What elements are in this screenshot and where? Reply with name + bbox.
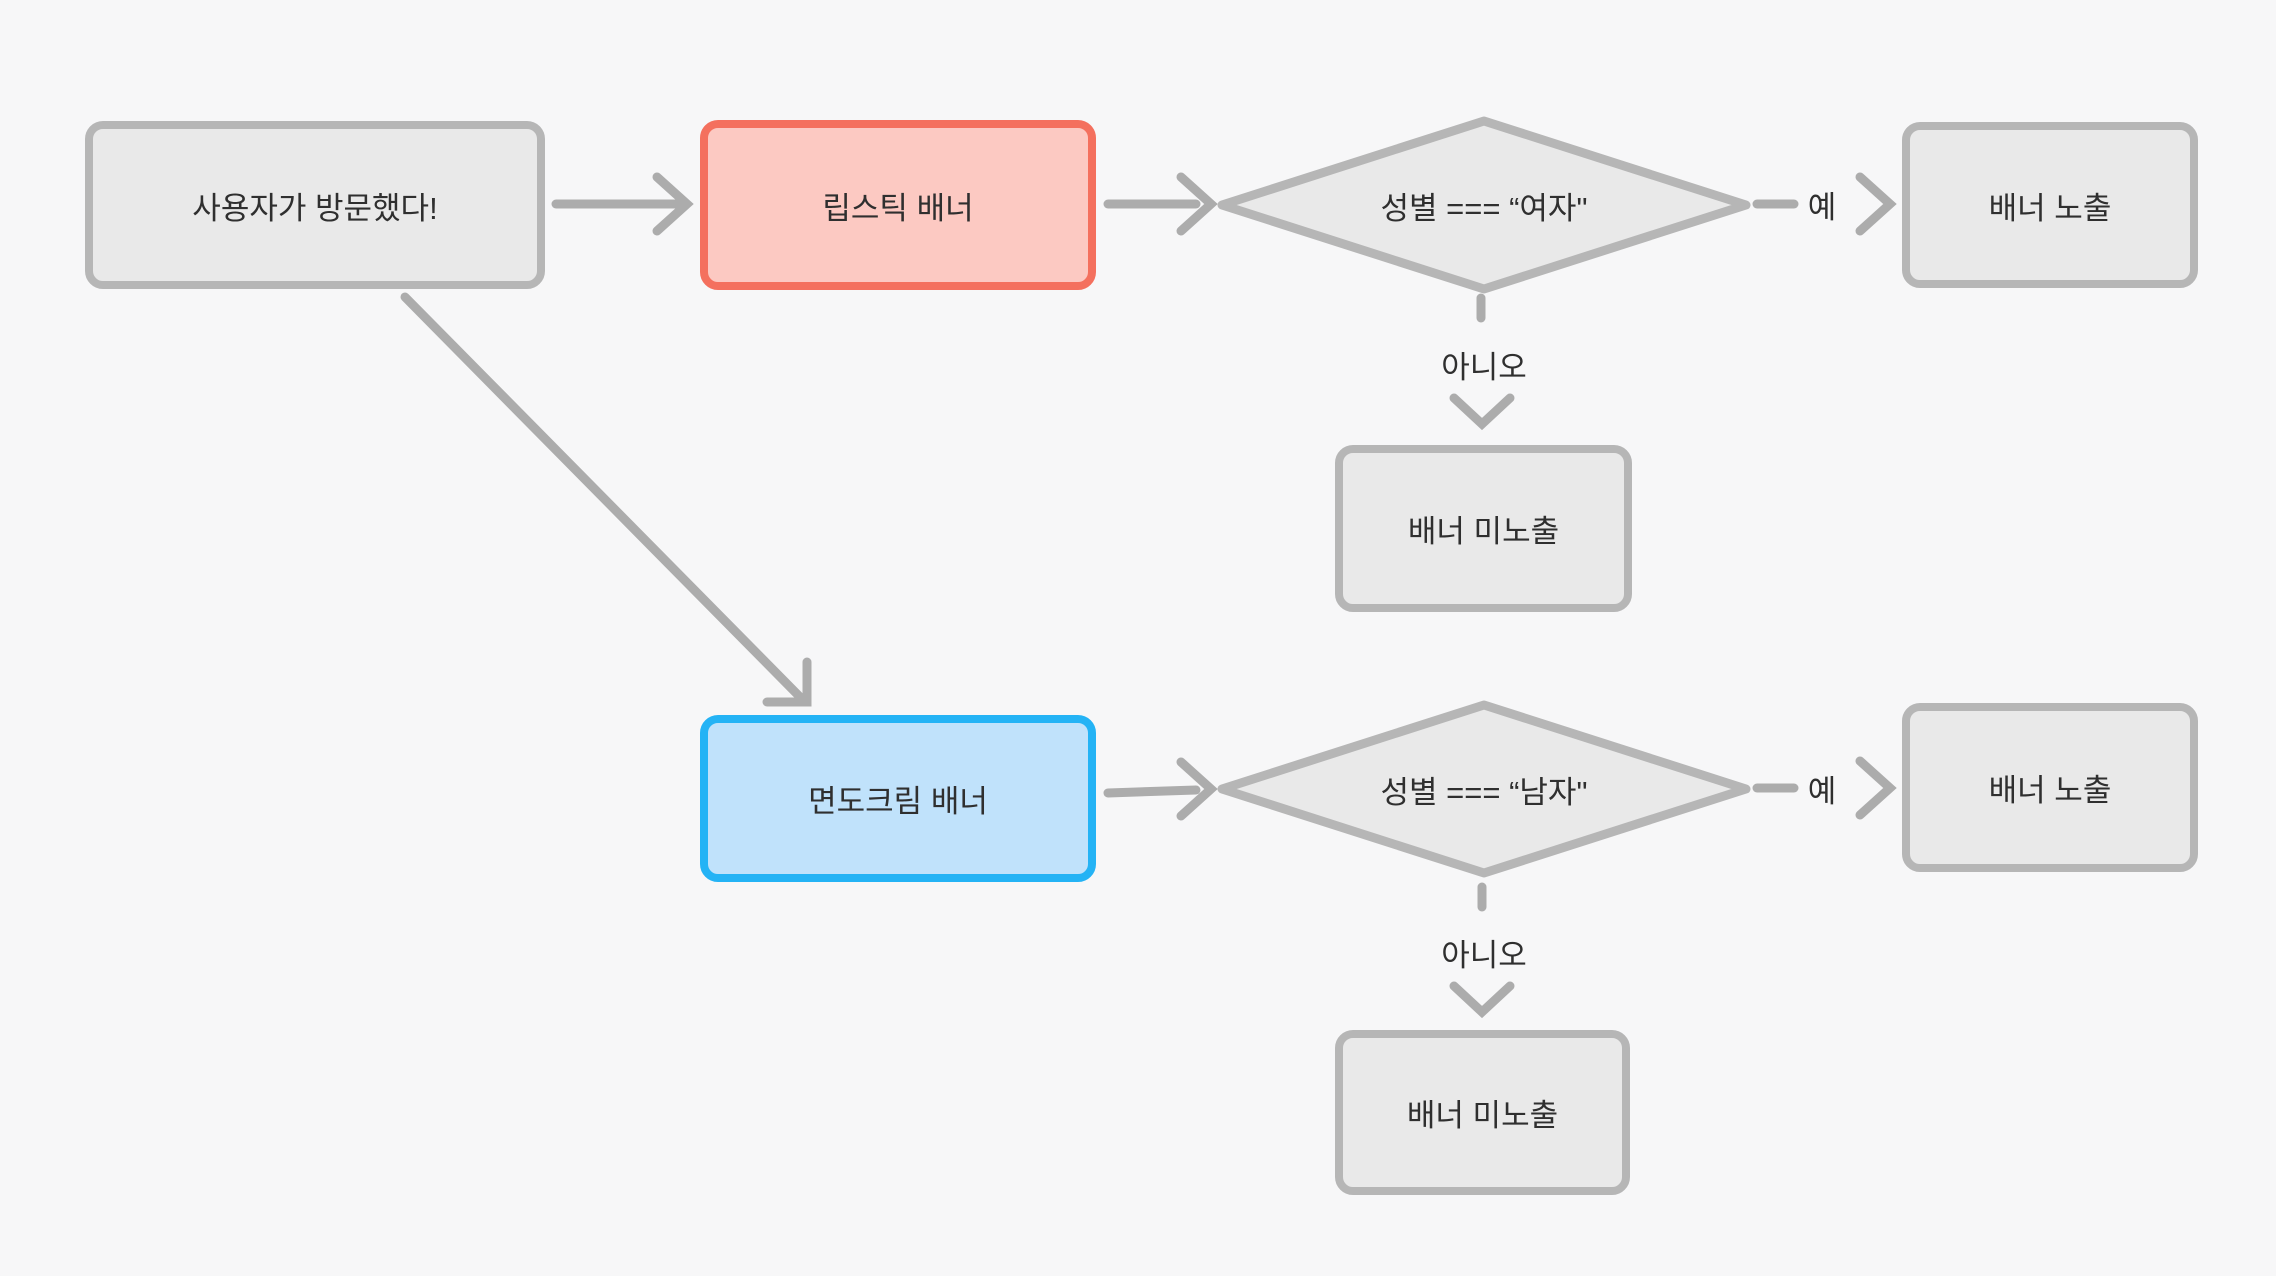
node-lipstick-banner-label: 립스틱 배너: [822, 190, 974, 226]
arrowhead-down-icon: [1449, 393, 1515, 431]
edge-decision-male-no: [1449, 882, 1515, 1019]
node-start[interactable]: 사용자가 방문했다!: [85, 121, 545, 289]
decision-female-shape[interactable]: [1217, 116, 1751, 294]
arrowhead-right-icon: [1855, 172, 1897, 236]
arrowhead-right-icon: [1855, 756, 1897, 820]
arrowhead-right-icon: [1176, 172, 1218, 236]
arrowhead-right-icon: [1176, 757, 1218, 821]
arrowhead-down-icon: [1449, 981, 1515, 1019]
edge-decision-female-no: [1449, 293, 1515, 431]
arrow-line: [400, 292, 805, 702]
decision-female-label: 성별 === “여자": [1380, 190, 1588, 226]
node-banner-show-1-label: 배너 노출: [1988, 190, 2112, 226]
arrowhead-downright-icon: [762, 657, 812, 707]
node-banner-hide-1-label: 배너 미노출: [1407, 514, 1560, 549]
edge-start-to-lipstick: [551, 172, 694, 236]
node-shaving-banner[interactable]: 면도크림 배너: [700, 715, 1096, 882]
edge-decision-female-yes: [1752, 172, 1897, 236]
node-shaving-banner-label: 면도크림 배너: [808, 784, 988, 819]
node-banner-hide-2-label: 배너 미노출: [1406, 1098, 1559, 1133]
arrow-line: [1103, 785, 1201, 798]
edge-decision-male-yes: [1752, 756, 1897, 820]
edge-label-no-2: 아니오: [1441, 937, 1527, 973]
edge-start-to-shaving: [400, 292, 812, 707]
edge-shaving-to-decision-male: [1103, 757, 1218, 821]
decision-male-shape[interactable]: [1217, 700, 1751, 878]
edge-label-no-1: 아니오: [1441, 349, 1527, 385]
edge-lipstick-to-decision-female: [1103, 172, 1218, 236]
node-banner-hide-2[interactable]: 배너 미노출: [1335, 1030, 1630, 1195]
node-start-label: 사용자가 방문했다!: [192, 190, 438, 226]
node-banner-hide-1[interactable]: 배너 미노출: [1335, 445, 1632, 612]
node-banner-show-2-label: 배너 노출: [1988, 773, 2112, 808]
decision-male-label: 성별 === “남자": [1380, 774, 1588, 810]
edge-label-yes-1: 예: [1807, 189, 1837, 225]
node-banner-show-1[interactable]: 배너 노출: [1902, 122, 2198, 288]
node-lipstick-banner[interactable]: 립스틱 배너: [700, 120, 1096, 290]
arrowhead-right-icon: [652, 172, 694, 236]
node-banner-show-2[interactable]: 배너 노출: [1902, 703, 2198, 872]
edge-label-yes-2: 예: [1807, 773, 1837, 809]
